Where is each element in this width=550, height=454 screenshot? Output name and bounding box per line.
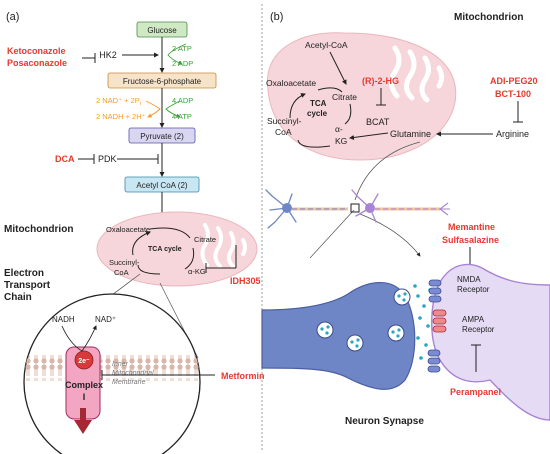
ampa-receptor: [432, 309, 447, 333]
mito-b-title: Mitochondrion: [454, 12, 523, 23]
hk2-label: HK2: [99, 50, 117, 60]
mitochondrion-b: [266, 32, 457, 161]
bcat-label: BCAT: [366, 117, 390, 127]
nadh-oxidation-arrow: [61, 325, 97, 352]
drug-memantine: Memantine: [448, 222, 495, 232]
proton-pump-arrowhead: [74, 420, 92, 434]
pyruvate-node: Pyruvate (2): [128, 127, 196, 144]
drug-dca: DCA: [55, 154, 75, 164]
tca-b-akg-1: α-: [335, 124, 343, 134]
tca-a-akg: α-KG: [188, 267, 206, 276]
nad-reduction-arrow: [145, 100, 161, 118]
etc-label-3: Chain: [4, 292, 32, 303]
panel-a-label: (a): [6, 11, 19, 23]
atp-in-label: 2 ATP: [172, 44, 192, 53]
synapse-illustration: [261, 263, 550, 421]
tca-b-cycle-1: TCA: [310, 99, 327, 108]
neuron-pair: [265, 189, 450, 229]
zoom-line-synapse-right: [359, 213, 421, 257]
etc-label-1: Electron: [4, 268, 44, 279]
acetyl-coa-node: Acetyl CoA (2): [124, 176, 200, 193]
electron-label: 2e⁻: [78, 358, 90, 365]
tca-a-cycle-arrows: [132, 228, 195, 275]
neurotransmitter-dots: [413, 284, 432, 360]
pdk-label: PDK: [98, 154, 117, 164]
drug-bct-100: BCT-100: [495, 89, 531, 99]
ampa-label-1: AMPA: [462, 315, 485, 324]
vesicle-contents: [320, 292, 407, 348]
nmda-label-2: Receptor: [457, 285, 490, 294]
complex-i-label-2: I: [83, 392, 86, 402]
atp-consumption-arrow: [167, 43, 187, 65]
drug-metformin: Metformin: [221, 371, 265, 381]
membrane-label-2: Mitochondrial: [112, 370, 154, 377]
tca-a-cycle: TCA cycle: [148, 246, 182, 253]
atp-out-label: 4 ATP: [172, 112, 192, 121]
mito-a-title: Mitochondrion: [4, 224, 73, 235]
f6p-label: Fructose-6-phosphate: [123, 77, 202, 86]
nad-plus-label: NAD⁺: [95, 315, 116, 324]
membrane-label-1: Inner: [112, 361, 129, 368]
glucose-node: Glucose: [136, 21, 188, 38]
tca-a-oxaloacetate: Oxaloacetate: [106, 225, 150, 234]
glucose-label: Glucose: [147, 26, 177, 35]
nadh-out-label: 2 NADH + 2H⁺: [96, 112, 146, 121]
tca-b-citrate: Citrate: [332, 92, 357, 102]
tca-b-succinyl: Succinyl-: [267, 116, 302, 126]
glutamine-to-akg-arrow: [349, 132, 389, 140]
tca-b-oxaloacetate: Oxaloacetate: [266, 78, 316, 88]
adp-in-label: 4 ADP: [172, 96, 193, 105]
ampa-label-2: Receptor: [462, 325, 495, 334]
tca-a-succinyl: Succinyl-: [109, 258, 140, 267]
nmda-receptor: [428, 279, 442, 303]
tca-b-cycle-2: cycle: [307, 109, 328, 118]
f6p-node: Fructose-6-phosphate: [107, 72, 217, 89]
acetyl-b-arrow: [329, 51, 347, 85]
mito-to-neuron-curve: [354, 141, 421, 201]
adp-out-label: 2 ADP: [172, 59, 193, 68]
panel-b-label: (b): [270, 11, 283, 23]
arginine-label: Arginine: [496, 129, 529, 139]
zoom-line-synapse-left: [309, 209, 355, 259]
complex-i-inset: 2e⁻ Complex I NADH NAD⁺ Inner Mitochondr…: [23, 293, 201, 454]
receptor-lower: [427, 349, 441, 373]
acetyl-coa-label: Acetyl CoA (2): [136, 181, 187, 190]
drug-posaconazole: Posaconazole: [7, 58, 67, 68]
tca-b-cycle-arrows: [289, 87, 352, 148]
etc-label-2: Transport: [4, 280, 51, 291]
complex-i-label-1: Complex: [65, 380, 103, 390]
drug-ketoconazole: Ketoconazole: [7, 46, 66, 56]
tca-a-coa: CoA: [114, 268, 129, 277]
drug-idh305: IDH305: [230, 276, 261, 286]
nadh-label: NADH: [52, 315, 75, 324]
drug-adi-peg20: ADI-PEG20: [490, 76, 538, 86]
tca-b-akg-2: KG: [335, 136, 347, 146]
tca-b-acetyl: Acetyl-CoA: [305, 40, 348, 50]
pyruvate-label: Pyruvate (2): [140, 132, 184, 141]
drug-sulfasalazine: Sulfasalazine: [442, 235, 499, 245]
glutamine-label: Glutamine: [390, 129, 431, 139]
tca-b-coa: CoA: [275, 127, 292, 137]
tca-a-citrate: Citrate: [194, 235, 216, 244]
atp-production-arrow: [165, 100, 181, 118]
drug-perampanel: Perampanel: [450, 387, 501, 397]
membrane-label-3: Membrane: [112, 379, 146, 386]
nad-in-label: 2 NAD⁺ + 2Pi: [96, 96, 141, 107]
drug-r2hg: (R)-2-HG: [362, 76, 399, 86]
synapse-title: Neuron Synapse: [345, 416, 424, 427]
nmda-label-1: NMDA: [457, 275, 481, 284]
